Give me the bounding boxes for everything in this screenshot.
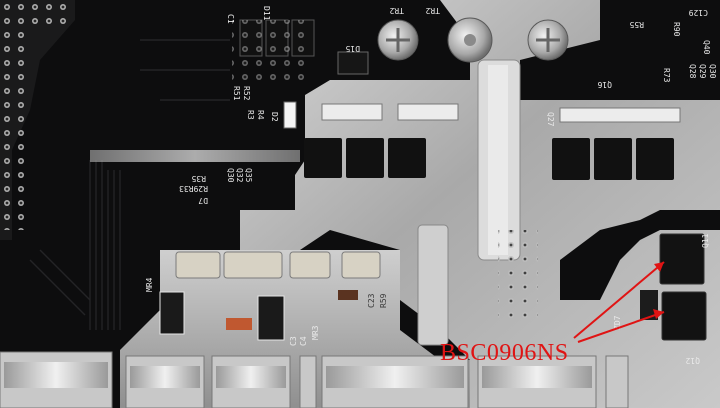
screw-top-left [377,19,419,61]
screw-top-center [447,17,493,63]
heatsink-highlight [488,65,508,255]
label-r90: R90 [672,22,681,37]
label-q11: Q11 [701,233,710,248]
signal-traces [29,39,230,330]
mosfet-row-right [552,107,681,180]
label-d15: D15 [345,44,360,53]
solder-strip-1 [417,224,449,346]
label-r52: R52 [242,86,251,101]
label-c129: C129 [689,8,708,17]
label-q40: Q40 [702,40,711,55]
label-r55: R55 [629,20,644,29]
screw-top-right [527,19,569,61]
left-copper-area [0,0,75,240]
label-d2: D2 [270,112,279,122]
label-q16: Q16 [597,80,612,89]
label-mr4: MR4 [145,277,154,292]
label-r35: R35 [191,174,206,183]
label-r73: R73 [662,68,671,83]
label-d11: D11 [262,6,271,21]
label-zd7: ZD7 [613,315,622,330]
label-tr2-b: TR2 [425,6,440,15]
annotation-arrowhead-upper [654,262,664,272]
label-c3: C3 [289,336,298,346]
smd-resistors [159,101,358,341]
annotation-arrow-upper [573,261,665,339]
label-tr2-a: TR2 [389,6,404,15]
label-q30b: Q30 [708,64,717,79]
label-c1: C1 [226,14,235,24]
label-q28: Q28 [688,64,697,79]
label-q27: Q27 [546,112,555,127]
label-q35: Q35 [244,168,253,183]
via-array-top [232,20,312,80]
mosfet-row-left [304,103,459,178]
label-r3: R3 [246,110,255,120]
via-array-center [498,230,538,320]
annotation-arrow-lower [577,311,665,343]
label-c23: C23 [367,293,376,308]
annotated-mosfets [640,233,707,341]
label-r51: R51 [232,86,241,101]
silkscreen-labels: C1 D11 TR2 TR2 D15 R51 R52 D2 R3 R4 R35 … [145,6,717,365]
inductor-blocks [175,251,381,279]
label-mr3: MR3 [311,325,320,340]
label-d7: D7 [198,196,208,205]
part-annotation: BSC0906NS [440,261,665,366]
label-q32: Q32 [235,168,244,183]
label-q12: Q12 [685,356,700,365]
label-c4: C4 [299,336,308,346]
pad-strip [90,150,300,162]
label-r29r33: R29R33 [179,184,208,193]
bottom-heatsink-strips [0,351,629,408]
label-r59: R59 [379,293,388,308]
label-q29: Q29 [698,64,707,79]
annotation-arrowhead-lower [653,309,664,319]
label-q30: Q30 [226,168,235,183]
part-number-label: BSC0906NS [440,340,569,366]
label-r4: R4 [256,110,265,120]
